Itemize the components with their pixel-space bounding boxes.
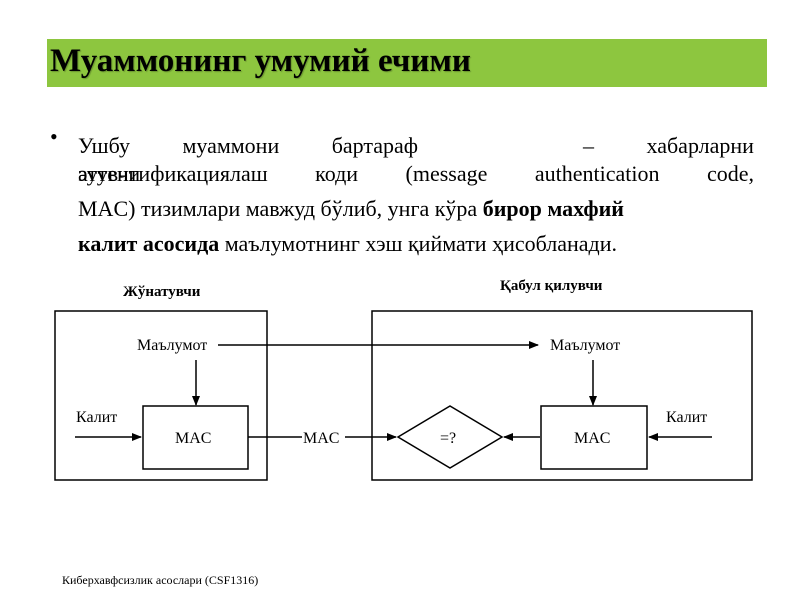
receiver-box bbox=[371, 310, 753, 481]
overlapping-word: этувчи bbox=[78, 161, 141, 186]
paragraph-line-1: Ушбу муаммони бартараф – хабарларни bbox=[78, 128, 754, 163]
compare-diamond bbox=[396, 405, 504, 469]
text-normal: маълумотнинг хэш қиймати ҳисобланади. bbox=[219, 231, 618, 256]
sender-data-label: Маълумот bbox=[137, 337, 207, 354]
word: code, bbox=[706, 161, 754, 186]
sender-box bbox=[54, 310, 268, 481]
text-bold: калит асосида bbox=[78, 231, 220, 256]
receiver-data-label: Маълумот bbox=[550, 337, 620, 354]
receiver-mac-label: MAC bbox=[574, 430, 610, 447]
word: аутентификациялаш bbox=[78, 161, 268, 186]
word: муаммони bbox=[182, 133, 280, 158]
receiver-mac-box bbox=[540, 405, 648, 470]
paragraph-line-3: MAC) тизимлари мавжуд бўлиб, унга кўра б… bbox=[78, 191, 754, 226]
word: бартараф bbox=[331, 133, 419, 158]
word: хабарларни bbox=[646, 133, 754, 158]
slide-title: Муаммонинг умумий ечими bbox=[50, 43, 471, 79]
word: authentication bbox=[534, 161, 660, 186]
word: Ушбу bbox=[78, 133, 130, 158]
paragraph-line-4: калит асосида маълумотнинг хэш қиймати ҳ… bbox=[78, 226, 754, 261]
footer-course-label: Киберхавфсизлик асослари (CSF1316) bbox=[62, 573, 259, 587]
receiver-key-label: Калит bbox=[666, 409, 707, 426]
word: (message bbox=[405, 161, 488, 186]
compare-label: =? bbox=[440, 430, 456, 447]
sender-key-label: Калит bbox=[76, 409, 117, 426]
title-bar bbox=[47, 39, 767, 87]
text-bold: бирор махфий bbox=[482, 196, 624, 221]
bullet-symbol: • bbox=[50, 124, 58, 149]
text-normal: MAC) тизимлари мавжуд бўлиб, унга кўра bbox=[78, 196, 483, 221]
sender-heading: Жўнатувчи bbox=[123, 284, 201, 300]
paragraph-line-2: аутентификациялаш коди (message authenti… bbox=[78, 156, 754, 191]
word: – bbox=[583, 133, 595, 158]
receiver-heading: Қабул қилувчи bbox=[500, 278, 603, 294]
word: коди bbox=[315, 161, 359, 186]
sender-mac-label: MAC bbox=[175, 430, 211, 447]
channel-mac-label: MAC bbox=[303, 430, 339, 447]
